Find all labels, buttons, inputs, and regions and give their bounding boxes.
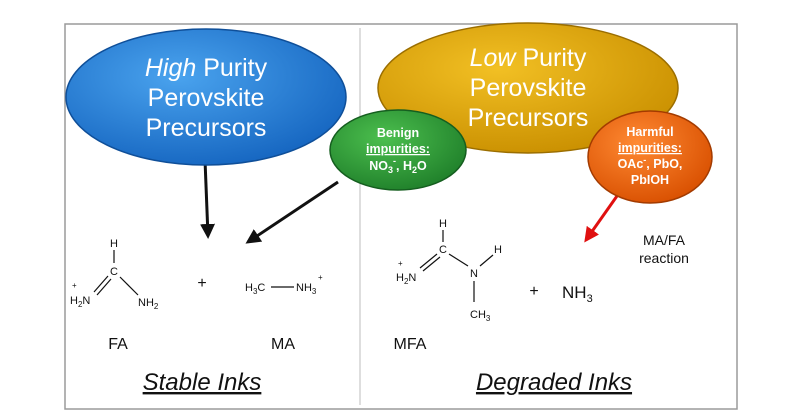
harmful-title: Harmful [626,125,673,139]
mfa-h-right: H [494,244,502,256]
harmful-impurities-label: impurities: [618,141,682,155]
arrow-benign-to-ma [245,180,339,244]
ma-nh3: NH3 [296,282,317,296]
reaction-note-line2: reaction [639,250,689,266]
high-purity-bubble: High Purity Perovskite Precursors [65,28,347,166]
low-purity-bubble: Low Purity Perovskite Precursors [377,22,679,154]
harmful-formula: OAc-, PbO, [618,155,683,171]
low-purity-text: Purity [516,44,587,72]
high-perovskite-text: Perovskite [148,84,265,112]
fa-h2n: H2N [70,295,90,309]
benign-impurities-label: impurities: [366,142,430,156]
mfa-c-atom: C [439,244,447,256]
benign-title: Benign [377,126,419,140]
mfa-label: MFA [394,336,427,353]
ma-molecule: H3C NH3 + [245,273,323,296]
fa-label: FA [108,336,128,353]
ma-h3c: H3C [245,282,265,296]
high-emph-text: High [145,54,196,82]
arrow-high-to-fa [200,159,216,239]
benign-impurities-callout: Benign impurities: NO3-, H2O [329,109,467,191]
mfa-h-top: H [439,218,447,230]
fa-nh2: NH2 [138,297,159,311]
low-emph-text: Low [470,44,518,72]
mfa-ch3: CH3 [470,309,491,323]
svg-text:High Purity: High Purity [145,54,268,82]
benign-formula: NO3-, H2O [369,156,427,175]
plus-right: + [529,283,538,300]
svg-text:Low Purity: Low Purity [470,44,587,72]
mfa-molecule: H C + H2N N H CH3 [396,218,502,323]
low-precursors-text: Precursors [468,104,589,132]
high-precursors-text: Precursors [146,114,267,142]
low-perovskite-text: Perovskite [470,74,587,102]
fa-h-atom: H [110,238,118,250]
reaction-note-line1: MA/FA [643,232,686,248]
harmful-impurities-callout: Harmful impurities: OAc-, PbO, PbIOH [587,110,713,204]
mfa-n-atom: N [470,268,478,280]
fa-c-atom: C [110,266,118,278]
nh3-product: NH3 [562,283,593,305]
stable-inks-label: Stable Inks [143,369,262,396]
ma-charge: + [318,273,323,282]
high-purity-text: Purity [196,54,267,82]
plus-left: + [197,275,206,292]
fa-molecule: H C + H2N NH2 [70,238,159,311]
ma-label: MA [271,336,295,353]
outer-frame [64,23,738,410]
harmful-pbioh: PbIOH [631,173,669,187]
degraded-inks-label: Degraded Inks [476,369,632,396]
arrow-harmful-to-mfa [584,195,619,243]
mfa-h2n: H2N [396,272,416,286]
fa-charge: + [72,281,77,290]
mfa-charge: + [398,259,403,268]
